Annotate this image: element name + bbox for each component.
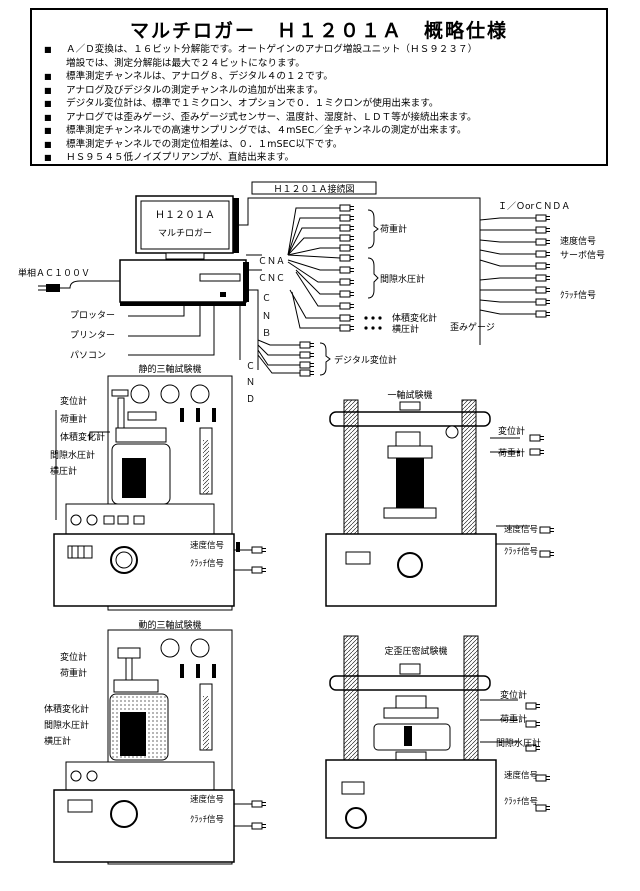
- spec-item: ■デジタル変位計は、標準で１ミクロン、オプションで０．１ミクロンが使用出来ます。: [44, 98, 439, 109]
- svg-text:荷重計: 荷重計: [60, 413, 87, 425]
- spec-item: ■Ａ／Ｄ変換は、１６ビット分解能です。オートゲインのアナログ増設ユニット（ＨＳ９…: [44, 44, 478, 55]
- svg-text:間隙水圧計: 間隙水圧計: [380, 273, 425, 285]
- svg-text:間隙水圧計: 間隙水圧計: [496, 737, 541, 749]
- svg-text:変位計: 変位計: [498, 425, 525, 437]
- svg-text:ｸﾗｯﾁ信号: ｸﾗｯﾁ信号: [504, 546, 538, 557]
- svg-text:荷重計: 荷重計: [60, 667, 87, 679]
- square-bullet-icon: ■: [44, 112, 52, 122]
- svg-text:荷重計: 荷重計: [498, 447, 525, 459]
- power-cable: 単相ＡＣ１００Ｖ: [18, 267, 120, 292]
- cable-bus: ＣＮＡ ＣＮＣ Ｃ Ｎ Ｂ Ｃ Ｎ Ｄ: [239, 197, 481, 405]
- spec-item: 増設では、測定分解能は最大で２４ビットになります。: [66, 57, 305, 69]
- square-bullet-icon: ■: [44, 45, 52, 54]
- square-bullet-icon: ■: [44, 126, 52, 135]
- svg-text:Ｉ／ＯorＣＮＤＡ: Ｉ／ＯorＣＮＤＡ: [498, 201, 570, 212]
- logger-unit: [119, 259, 249, 306]
- svg-text:速度信号: 速度信号: [560, 235, 596, 247]
- svg-text:定歪圧密試験機: 定歪圧密試験機: [384, 645, 447, 657]
- svg-text:マルチロガー: マルチロガー: [158, 228, 212, 239]
- svg-text:Ｎ: Ｎ: [262, 312, 271, 322]
- brace: [367, 257, 379, 299]
- square-bullet-icon: ■: [44, 153, 52, 162]
- static-triaxial-machine: 静的三軸試験機 変位計 荷重計 体積変化計 間隙水圧計 横圧計 速度信号 ｸﾗｯ…: [50, 363, 267, 611]
- svg-text:体積変化計: 体積変化計: [44, 703, 89, 715]
- spec-item: ■標準測定チャンネルは、アナログ８、デジタル４の１２です。: [44, 71, 333, 82]
- spec-list: ■Ａ／Ｄ変換は、１６ビット分解能です。オートゲインのアナログ増設ユニット（ＨＳ９…: [44, 43, 477, 165]
- svg-text:一軸試験機: 一軸試験機: [387, 389, 432, 401]
- svg-text:Ｃ: Ｃ: [262, 294, 271, 304]
- dynamic-triaxial-machine: 動的三軸試験機 変位計 荷重計 体積変化計 間隙水圧計 横圧計 速度信号 ｸﾗｯ…: [44, 619, 267, 865]
- svg-text:ｸﾗｯﾁ信号: ｸﾗｯﾁ信号: [560, 289, 596, 301]
- page-title: マルチロガー Ｈ１２０１Ａ 概略仕様: [129, 20, 508, 42]
- spec-item: ■標準測定チャンネルでの高速サンプリングでは、４mSEC／全チャンネルの測定が出…: [44, 125, 467, 136]
- svg-text:Ｃ: Ｃ: [246, 362, 255, 372]
- spec-item: ■アナログ及びデジタルの測定チャンネルの追加が出来ます。: [44, 84, 324, 96]
- svg-text:変位計: 変位計: [60, 395, 87, 407]
- consolidation-machine: 定歪圧密試験機 変位計 荷重計 間隙水圧計 速度信号 ｸﾗｯﾁ信号: [325, 635, 551, 839]
- square-bullet-icon: ■: [44, 99, 52, 108]
- svg-text:速度信号: 速度信号: [190, 540, 224, 551]
- diagram-title: Ｈ１２０１Ａ接続図: [251, 181, 377, 195]
- svg-text:横圧計: 横圧計: [50, 465, 77, 477]
- svg-text:プリンター: プリンター: [70, 330, 115, 341]
- svg-text:変位計: 変位計: [60, 651, 87, 663]
- svg-text:Ｈ１２０１Ａ接続図: Ｈ１２０１Ａ接続図: [273, 183, 354, 195]
- plug-icon: [46, 284, 60, 292]
- svg-text:ｸﾗｯﾁ信号: ｸﾗｯﾁ信号: [504, 796, 538, 807]
- spec-item: ■ＨＳ９５４５低ノイズプリアンプが、直結出来ます。: [44, 152, 295, 163]
- spec-item: ■アナログでは歪みゲージ、歪みゲージ式センサー、温度計、湿度計、ＬＤＴ等が接続出…: [44, 111, 477, 123]
- peripherals: プロッター プリンター パソコン: [70, 306, 215, 361]
- svg-text:横圧計: 横圧計: [44, 735, 71, 747]
- svg-text:静的三軸試験機: 静的三軸試験機: [138, 363, 201, 375]
- spec-box: マルチロガー Ｈ１２０１Ａ 概略仕様 ■Ａ／Ｄ変換は、１６ビット分解能です。オー…: [30, 8, 608, 166]
- svg-text:間隙水圧計: 間隙水圧計: [50, 449, 95, 461]
- brace: [367, 209, 379, 249]
- svg-text:歪みゲージ: 歪みゲージ: [450, 321, 495, 333]
- monitor: Ｈ１２０１Ａ マルチロガー: [135, 195, 239, 260]
- svg-text:パソコン: パソコン: [70, 350, 106, 361]
- svg-text:ｸﾗｯﾁ信号: ｸﾗｯﾁ信号: [190, 558, 224, 569]
- svg-text:横圧計: 横圧計: [392, 323, 419, 335]
- svg-text:サーボ信号: サーボ信号: [560, 249, 605, 261]
- svg-text:単相ＡＣ１００Ｖ: 単相ＡＣ１００Ｖ: [18, 267, 90, 279]
- svg-text:荷重計: 荷重計: [500, 713, 527, 725]
- svg-text:ｸﾗｯﾁ信号: ｸﾗｯﾁ信号: [190, 814, 224, 825]
- svg-text:変位計: 変位計: [500, 689, 527, 701]
- digital-lines: [257, 339, 300, 374]
- svg-text:Ｄ: Ｄ: [246, 395, 255, 405]
- svg-text:速度信号: 速度信号: [504, 524, 538, 535]
- io-lines: [479, 217, 536, 315]
- svg-text:動的三軸試験機: 動的三軸試験機: [138, 619, 201, 631]
- cnc-lines: [289, 289, 340, 329]
- svg-text:荷重計: 荷重計: [380, 223, 407, 235]
- svg-text:間隙水圧計: 間隙水圧計: [44, 719, 89, 731]
- svg-text:プロッター: プロッター: [70, 310, 115, 321]
- svg-text:Ｂ: Ｂ: [262, 329, 271, 339]
- unconfined-machine: 一軸試験機 変位計 荷重計 速度信号 ｸﾗｯﾁ信号: [325, 389, 555, 607]
- svg-text:Ｈ１２０１Ａ: Ｈ１２０１Ａ: [155, 210, 215, 221]
- square-bullet-icon: ■: [44, 85, 52, 95]
- cna-fan: [287, 207, 341, 307]
- svg-text:Ｎ: Ｎ: [246, 378, 255, 388]
- svg-text:体積変化計: 体積変化計: [60, 431, 105, 443]
- square-bullet-icon: ■: [44, 139, 52, 149]
- svg-text:体積変化計: 体積変化計: [392, 312, 437, 324]
- svg-text:ＣＮＣ: ＣＮＣ: [258, 274, 285, 284]
- svg-text:速度信号: 速度信号: [190, 794, 224, 805]
- cna-plugs: [339, 204, 355, 310]
- svg-text:デジタル変位計: デジタル変位計: [334, 354, 397, 366]
- svg-text:ＣＮＡ: ＣＮＡ: [258, 257, 285, 267]
- spec-item: ■標準測定チャンネルでの測定位相差は、０．１mSEC以下です。: [44, 138, 343, 150]
- svg-text:速度信号: 速度信号: [504, 770, 538, 781]
- square-bullet-icon: ■: [44, 72, 52, 81]
- ellipsis-dots: [364, 316, 382, 330]
